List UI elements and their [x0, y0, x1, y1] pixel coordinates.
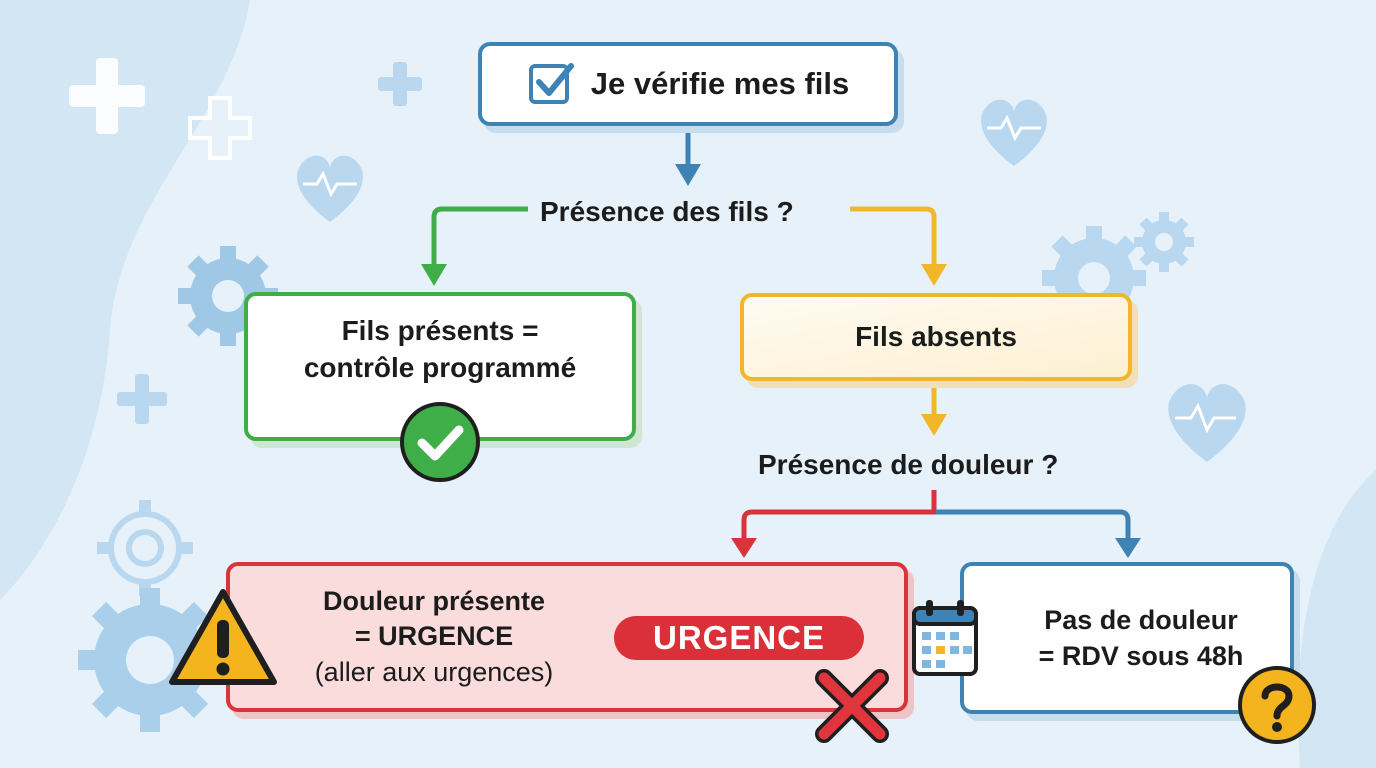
threads-absent-node: Fils absents: [740, 293, 1132, 381]
plus-icon: [117, 62, 422, 424]
arrow-to-pain-present: [731, 490, 937, 558]
background-wave-right: [1298, 470, 1376, 768]
pain-present-text: Douleur présente = URGENCE (aller aux ur…: [294, 584, 574, 689]
no-pain-node: Pas de douleur = RDV sous 48h: [960, 562, 1294, 714]
arrow-to-threads-absent: [850, 206, 947, 286]
calendar-icon: [912, 600, 978, 676]
urgence-badge: URGENCE: [614, 616, 864, 660]
start-node: Je vérifie mes fils: [478, 42, 898, 126]
gear-icon: [78, 588, 222, 732]
question-pain: Présence de douleur ?: [758, 449, 1059, 480]
threads-present-text: Fils présents = contrôle programmé: [304, 313, 576, 386]
threads-present-line1: Fils présents =: [341, 315, 539, 347]
question-threads: Présence des fils ?: [540, 196, 794, 227]
threads-absent-label: Fils absents: [855, 321, 1017, 352]
arrow-to-threads-present: [421, 206, 528, 286]
background-wave: [0, 0, 250, 600]
no-pain-line2: = RDV sous 48h: [1038, 641, 1244, 671]
threads-present-node: Fils présents = contrôle programmé: [244, 292, 636, 441]
pain-present-line1: Douleur présente: [322, 586, 546, 617]
no-pain-text: Pas de douleur = RDV sous 48h: [1039, 602, 1244, 675]
arrow-absent-to-pain-question: [921, 383, 947, 436]
arrow-to-no-pain: [936, 509, 1141, 558]
heart-icon: [981, 99, 1047, 166]
gear-icon: [1134, 212, 1194, 272]
check-circle-icon: [400, 402, 480, 482]
no-pain-line1: Pas de douleur: [1044, 604, 1238, 635]
start-label: Je vérifie mes fils: [590, 66, 850, 101]
plus-icon: [69, 58, 145, 134]
heart-icon: [1168, 384, 1246, 462]
plus-outline-icon: [188, 96, 252, 160]
threads-present-line2: contrôle programmé: [303, 351, 577, 383]
arrow-start-to-question: [675, 128, 701, 186]
checkbox-icon: [528, 63, 574, 104]
pain-present-line3: (aller aux urgences): [314, 656, 554, 687]
pain-present-line2: = URGENCE: [354, 621, 514, 652]
red-cross-icon: [815, 669, 889, 743]
warning-icon: [169, 589, 277, 685]
heart-icon: [297, 155, 363, 222]
question-mark-icon: [1238, 666, 1316, 744]
